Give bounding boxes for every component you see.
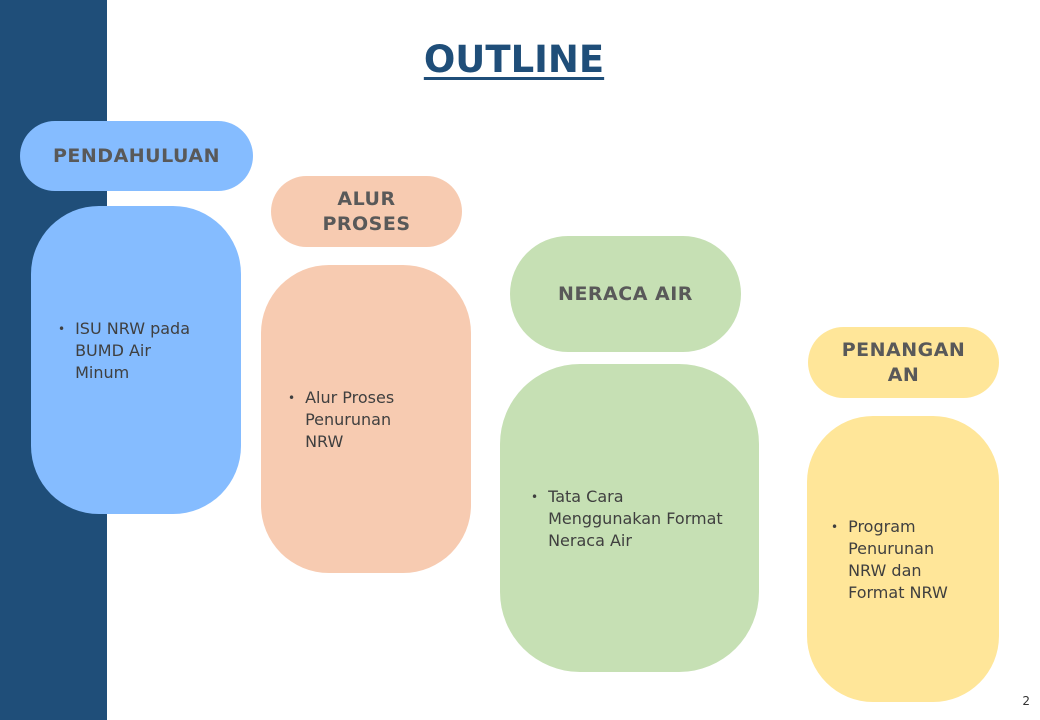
section-header-label: ALUR PROSES (322, 187, 411, 235)
page-title: OUTLINE (423, 38, 605, 81)
section-header-penanganan: PENANGANAN (808, 327, 999, 398)
section-card-neraca-air (500, 364, 759, 672)
section-item-penanganan: • Program Penurunan NRW dan Format NRW (831, 516, 981, 604)
section-header-pendahuluan: PENDAHULUAN (20, 121, 253, 191)
bullet-icon: • (831, 520, 839, 534)
section-header-label: NERACA AIR (558, 282, 693, 305)
section-header-label: PENANGANAN (841, 338, 966, 386)
bullet-icon: • (288, 391, 296, 405)
bullet-icon: • (531, 490, 539, 504)
section-card-alur-proses (261, 265, 471, 573)
section-item-text: ISU NRW pada BUMD Air Minum (75, 319, 191, 382)
section-item-pendahuluan: • ISU NRW pada BUMD Air Minum (58, 318, 208, 384)
section-item-neraca-air: • Tata Cara Menggunakan Format Neraca Ai… (531, 486, 731, 552)
section-card-penanganan (807, 416, 999, 702)
section-item-text: Alur Proses Penurunan NRW (305, 388, 395, 451)
section-header-label: PENDAHULUAN (53, 144, 220, 167)
section-card-pendahuluan (31, 206, 241, 514)
section-item-alur-proses: • Alur Proses Penurunan NRW (288, 387, 438, 453)
section-item-text: Program Penurunan NRW dan Format NRW (848, 517, 948, 602)
bullet-icon: • (58, 322, 66, 336)
section-header-alur-proses: ALUR PROSES (271, 176, 462, 247)
section-header-neraca-air: NERACA AIR (510, 236, 741, 352)
page-number: 2 (1022, 694, 1030, 708)
section-item-text: Tata Cara Menggunakan Format Neraca Air (548, 487, 723, 550)
